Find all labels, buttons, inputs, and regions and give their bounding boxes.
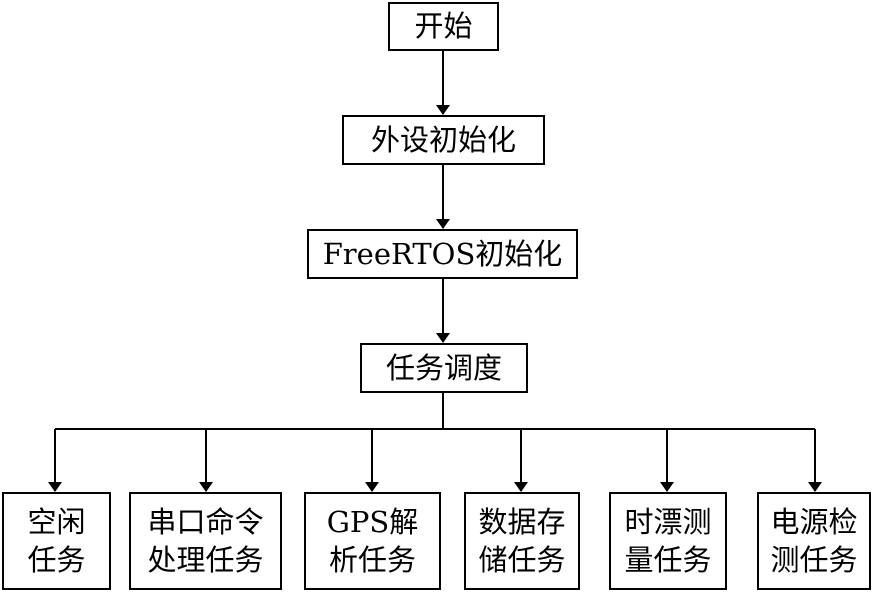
freertos-init-node: FreeRTOS初始化 <box>307 229 578 279</box>
task-label: 数据存储任务 <box>478 505 566 577</box>
task-label: GPS解析任务 <box>326 505 419 577</box>
task-label: 时漂测量任务 <box>624 505 712 577</box>
start-label: 开始 <box>414 9 473 43</box>
task-node-power-detect: 电源检测任务 <box>757 492 871 590</box>
task-label: 串口命令处理任务 <box>147 505 264 577</box>
task-scheduling-label: 任务调度 <box>385 350 502 385</box>
task-scheduling-node: 任务调度 <box>360 343 528 393</box>
task-node-gps-parse: GPS解析任务 <box>304 492 441 590</box>
task-node-serial-command: 串口命令处理任务 <box>129 492 282 590</box>
task-label: 电源检测任务 <box>770 505 858 577</box>
task-node-data-storage: 数据存储任务 <box>464 492 580 590</box>
peripheral-init-label: 外设初始化 <box>370 122 516 157</box>
peripheral-init-node: 外设初始化 <box>342 115 545 165</box>
task-label: 空闲任务 <box>27 505 86 577</box>
freertos-init-label: FreeRTOS初始化 <box>322 236 563 271</box>
start-node: 开始 <box>388 2 499 51</box>
task-node-time-drift: 时漂测量任务 <box>609 492 727 590</box>
task-node-idle: 空闲任务 <box>2 492 111 590</box>
